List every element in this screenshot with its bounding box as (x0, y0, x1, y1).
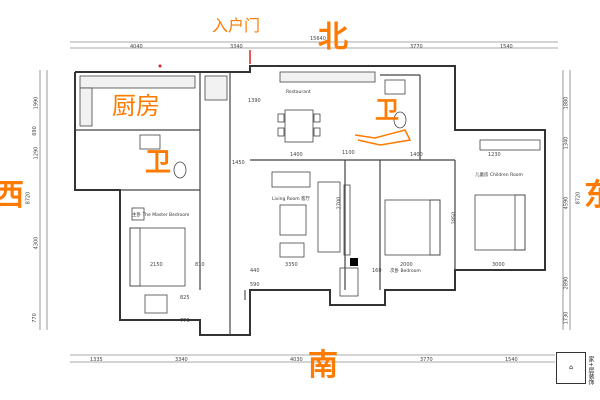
brand-logo-text: 家+居装饰 (587, 356, 594, 386)
highlight-mark (354, 129, 412, 146)
kitchen-counters (79, 71, 376, 127)
dim-inner-7: 2000 (400, 262, 413, 268)
living-cn: 客厅 (301, 197, 311, 202)
dim-left-1: 1990 (33, 96, 40, 110)
second-bed (384, 199, 441, 256)
master-bed (129, 207, 186, 314)
brand-logo: ⌂ (556, 352, 586, 384)
east-label: 东 (584, 178, 600, 213)
outer-walls (74, 65, 546, 336)
living-label: Living Room 客厅 (272, 196, 310, 202)
dim-inner-9: 2150 (150, 262, 163, 268)
master-cn: 主卧 (132, 213, 141, 218)
dim-right-total: 8720 (575, 191, 582, 205)
dim-inner-4: 1400 (410, 152, 423, 158)
dim-inner-17: 2700 (336, 196, 343, 210)
dim-inner-14: 825 (180, 295, 190, 301)
second-label: 次卧 Bedroom (390, 268, 421, 274)
west-label: 西 (0, 178, 24, 213)
second-cn: 次卧 (390, 269, 399, 274)
bathroom-fixtures (139, 79, 407, 297)
dim-inner-15: 770 (180, 318, 190, 324)
living-furniture (271, 171, 351, 258)
dining-table (277, 109, 321, 143)
dim-inner-11: 1450 (232, 160, 245, 166)
dim-top-total: 15640 (310, 36, 326, 42)
dim-top-3: 3770 (410, 44, 423, 50)
dim-left-total: 8720 (25, 191, 32, 205)
dimension-lines (39, 41, 571, 363)
kitchen-label: 厨房 (112, 92, 160, 120)
restaurant-label: Restaurant (286, 90, 311, 95)
dim-top-4: 1540 (500, 44, 513, 50)
living-en: Living Room (272, 197, 300, 202)
dim-inner-3: 1100 (342, 150, 355, 156)
dim-right-2: 1340 (563, 136, 570, 150)
bathroom-2-label: 卫 (375, 96, 399, 124)
south-label: 南 (308, 348, 338, 383)
dim-left-5: 770 (31, 313, 38, 323)
children-cn: 儿童房 (475, 173, 489, 178)
master-label: 主卧 The Master Bedroom (132, 212, 189, 218)
entrance-label: 入户门 (212, 16, 261, 35)
dim-bottom-5: 1540 (505, 357, 518, 363)
dim-top-1: 4040 (130, 44, 143, 50)
dim-left-4: 4300 (33, 236, 40, 250)
red-dot (158, 64, 162, 68)
children-bed (474, 139, 541, 251)
dim-inner-16: 160 (372, 268, 382, 274)
dim-bottom-3: 4030 (290, 357, 303, 363)
dim-inner-18: 2850 (451, 211, 458, 225)
dim-top-2: 3340 (230, 44, 243, 50)
children-label: 儿童房 Children Room (475, 172, 523, 178)
north-label: 北 (318, 20, 348, 55)
dim-inner-10: 810 (195, 262, 205, 268)
dim-right-4: 2890 (563, 276, 570, 290)
dim-right-5: 1730 (563, 311, 570, 325)
dim-bottom-2: 3340 (175, 357, 188, 363)
dim-bottom-4: 3770 (420, 357, 433, 363)
second-en: Bedroom (400, 269, 421, 274)
dim-inner-13: 590 (250, 282, 260, 288)
dim-inner-12: 440 (250, 268, 260, 274)
dim-inner-2: 1400 (290, 152, 303, 158)
dim-bottom-1: 1335 (90, 357, 103, 363)
dim-left-3: 1290 (33, 146, 40, 160)
dim-right-3: 4590 (563, 196, 570, 210)
bathroom-1-label: 卫 (145, 148, 172, 178)
dim-left-2: 690 (31, 126, 38, 136)
master-en: The Master Bedroom (142, 213, 190, 218)
dim-inner-1: 1390 (248, 98, 261, 104)
interior-walls (75, 72, 456, 335)
dim-inner-5: 1230 (488, 152, 501, 158)
black-marker (350, 258, 358, 266)
dim-inner-8: 3000 (492, 262, 505, 268)
dim-right-1: 1880 (563, 96, 570, 110)
children-en: Children Room (489, 173, 523, 178)
dim-inner-6: 3350 (285, 262, 298, 268)
